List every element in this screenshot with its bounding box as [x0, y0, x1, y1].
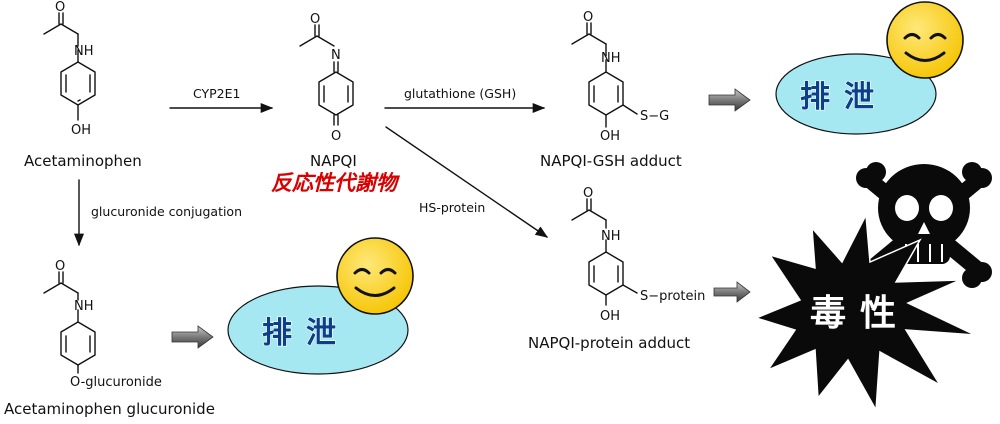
- smiley-face-icon: [886, 1, 964, 79]
- acetaminophen-structure: O NH OH: [43, 0, 96, 138]
- atom-label-nh: NH: [601, 229, 621, 244]
- atom-label-n: N: [331, 48, 341, 63]
- hs-protein-reagent-label: HS-protein: [419, 200, 485, 215]
- starburst-icon: 毒性: [753, 212, 976, 413]
- protein-adduct-structure: O NH OH S−protein: [571, 186, 705, 324]
- atom-label-nh: NH: [74, 44, 94, 59]
- smiley-face-icon: [336, 237, 414, 315]
- glucuronide-structure: O NH O-glucuronide: [43, 259, 162, 390]
- glucuronidation-label: glucuronide conjugation: [91, 204, 242, 219]
- atom-label-nh: NH: [601, 51, 621, 66]
- atom-label-o: O: [583, 186, 593, 201]
- substituent-label: S−G: [640, 109, 669, 124]
- substituent-label: S−protein: [640, 289, 705, 304]
- atom-label-o: O: [55, 259, 65, 274]
- atom-label-o: O: [55, 0, 65, 15]
- atom-label-oh: OH: [600, 129, 620, 144]
- gsh-adduct-label: NAPQI-GSH adduct: [540, 152, 682, 170]
- atom-label-o: O: [583, 10, 593, 25]
- atom-label-nh: NH: [74, 299, 94, 314]
- atom-label-oh: OH: [71, 123, 91, 138]
- gsh-adduct-structure: O NH OH S−G: [571, 10, 669, 144]
- skull-crossbones-icon: [856, 162, 992, 288]
- atom-label-o: O: [310, 12, 320, 27]
- acetaminophen-label: Acetaminophen: [24, 152, 142, 170]
- glucuronide-label: Acetaminophen glucuronide: [4, 400, 215, 418]
- right-arrow-icon: [708, 88, 751, 112]
- hs-protein-arrow: [385, 126, 549, 238]
- excretion-label: 排泄: [262, 316, 350, 351]
- cyp-enzyme-label: CYP2E1: [193, 86, 241, 101]
- napqi-label: NAPQI: [310, 152, 357, 170]
- excretion-badge: 排泄: [775, 53, 937, 135]
- substituent-label: O-glucuronide: [70, 375, 162, 390]
- excretion-label: 排泄: [800, 80, 888, 115]
- protein-adduct-label: NAPQI-protein adduct: [528, 334, 690, 352]
- napqi-structure: O N O: [299, 12, 354, 144]
- right-arrow-icon: [713, 281, 751, 303]
- toxicity-label: 毒性: [810, 293, 910, 334]
- right-arrow-icon: [171, 325, 214, 349]
- atom-label-o-ring: O: [331, 129, 341, 144]
- atom-label-oh: OH: [600, 309, 620, 324]
- gsh-reagent-label: glutathione (GSH): [404, 86, 516, 101]
- reactive-metabolite-note: 反応性代謝物: [271, 171, 401, 195]
